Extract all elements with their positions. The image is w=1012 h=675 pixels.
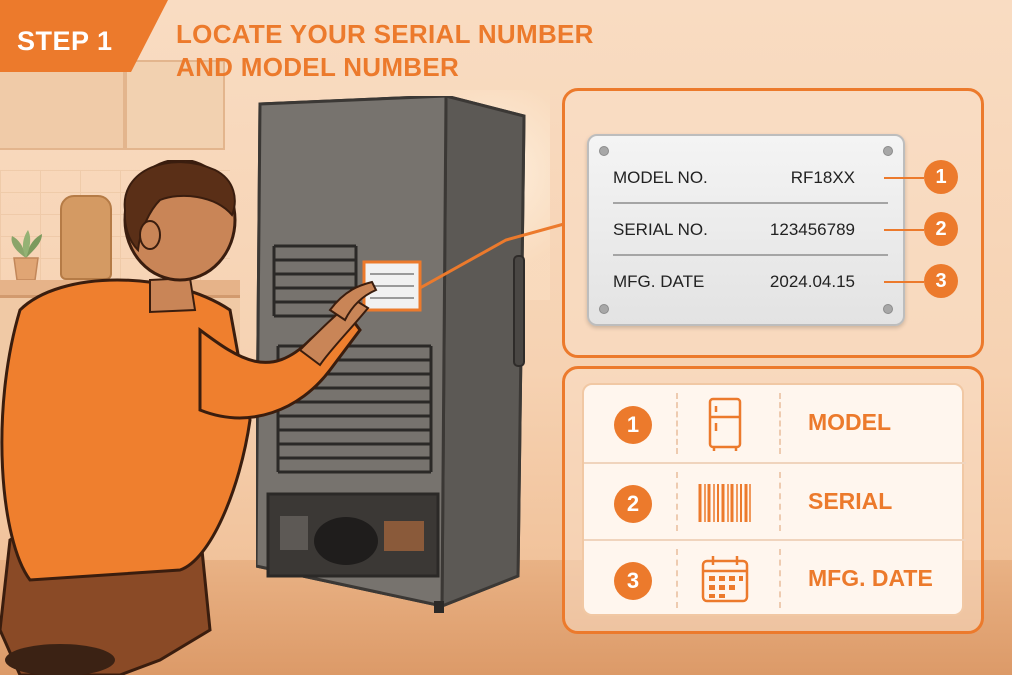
plate-value: RF18XX bbox=[790, 168, 855, 187]
plate-value: 2024.04.15 bbox=[769, 272, 855, 291]
pointer-line bbox=[419, 222, 565, 290]
person-kneeling-illustration bbox=[0, 160, 378, 675]
callout-line bbox=[884, 229, 924, 231]
plate-row-serial: SERIAL NO. 123456789 bbox=[613, 204, 883, 256]
calendar-icon bbox=[701, 556, 749, 603]
legend-row-mfg-date: 3 MFG. DATE bbox=[584, 539, 966, 616]
title-line-2: AND MODEL NUMBER bbox=[176, 52, 460, 82]
condenser-coil-upper bbox=[272, 244, 358, 318]
refrigerator-back-illustration bbox=[256, 96, 526, 613]
title-line-1: LOCATE YOUR SERIAL NUMBER bbox=[176, 19, 594, 49]
plate-label: MFG. DATE bbox=[613, 272, 705, 291]
legend-number-3: 3 bbox=[614, 562, 652, 600]
legend-divider bbox=[779, 472, 781, 531]
callout-number-2: 2 bbox=[924, 212, 958, 246]
legend-label: MFG. DATE bbox=[808, 565, 933, 591]
bg-upper-cabinet bbox=[0, 60, 125, 150]
plate-value: 123456789 bbox=[769, 220, 855, 239]
fridge-icon bbox=[708, 397, 742, 451]
serial-label-plate: MODEL NO. RF18XX SERIAL NO. 123456789 MF… bbox=[587, 134, 905, 326]
cutting-board-icon bbox=[60, 195, 112, 280]
legend-divider bbox=[779, 393, 781, 454]
legend-label: SERIAL bbox=[808, 488, 893, 514]
plate-row-model: MODEL NO. RF18XX bbox=[613, 152, 883, 204]
legend-divider bbox=[676, 472, 678, 531]
screw-icon bbox=[883, 146, 893, 156]
legend-divider bbox=[779, 549, 781, 608]
legend-row-serial: 2 SERIAL bbox=[584, 462, 966, 539]
legend-row-model: 1 MODEL bbox=[584, 385, 966, 462]
barcode-icon bbox=[698, 484, 751, 522]
legend-number-1: 1 bbox=[614, 406, 652, 444]
potted-plant-icon bbox=[11, 230, 42, 280]
callout-number-1: 1 bbox=[924, 160, 958, 194]
plate-label: MODEL NO. bbox=[613, 168, 708, 187]
plate-divider bbox=[613, 254, 888, 256]
screw-icon bbox=[599, 304, 609, 314]
legend-table: 1 MODEL 2 SERIAL 3 bbox=[582, 383, 966, 616]
screw-icon bbox=[599, 146, 609, 156]
callout-line bbox=[884, 177, 924, 179]
bg-upper-cabinet-2 bbox=[125, 60, 225, 150]
plate-label: SERIAL NO. bbox=[613, 220, 708, 239]
legend-divider bbox=[676, 393, 678, 454]
legend-number-2: 2 bbox=[614, 485, 652, 523]
legend-divider bbox=[676, 549, 678, 608]
callout-number-3: 3 bbox=[924, 264, 958, 298]
plate-row-mfg-date: MFG. DATE 2024.04.15 bbox=[613, 256, 883, 308]
callout-line bbox=[884, 281, 924, 283]
screw-icon bbox=[883, 304, 893, 314]
page-title: LOCATE YOUR SERIAL NUMBER AND MODEL NUMB… bbox=[176, 18, 594, 84]
legend-label: MODEL bbox=[808, 409, 892, 435]
plate-divider bbox=[613, 202, 888, 204]
